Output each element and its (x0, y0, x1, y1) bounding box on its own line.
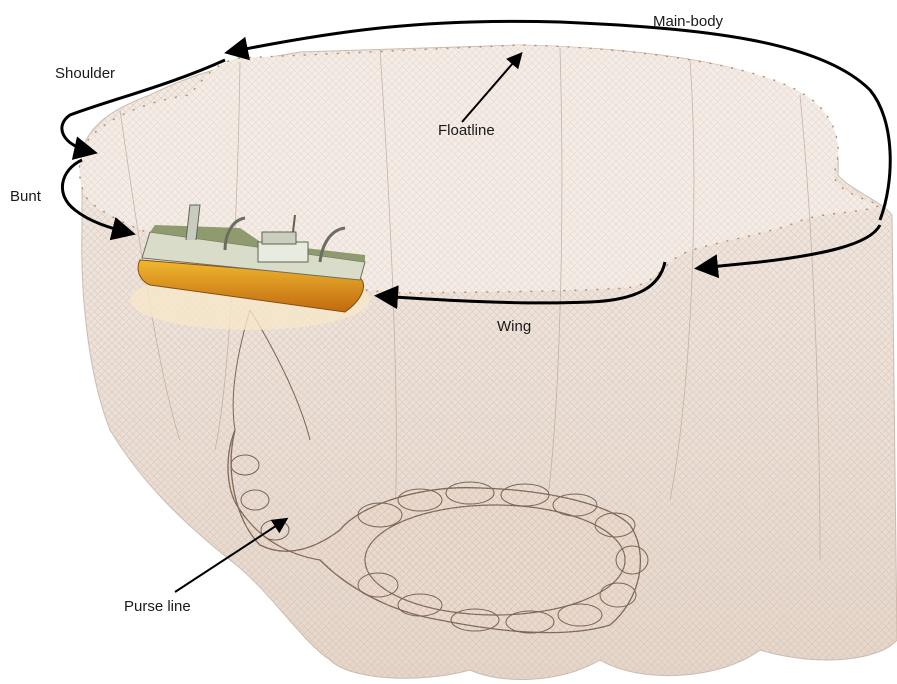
net-body (80, 45, 897, 679)
label-main-body: Main-body (653, 13, 723, 30)
purse-bottom-oval-mesh (365, 505, 625, 615)
label-purse-line: Purse line (124, 598, 191, 615)
label-wing: Wing (497, 318, 531, 335)
label-floatline: Floatline (438, 122, 495, 139)
label-shoulder: Shoulder (55, 65, 115, 82)
vessel-wheelhouse (262, 232, 296, 244)
vessel-bridge (258, 242, 308, 262)
label-bunt: Bunt (10, 188, 41, 205)
